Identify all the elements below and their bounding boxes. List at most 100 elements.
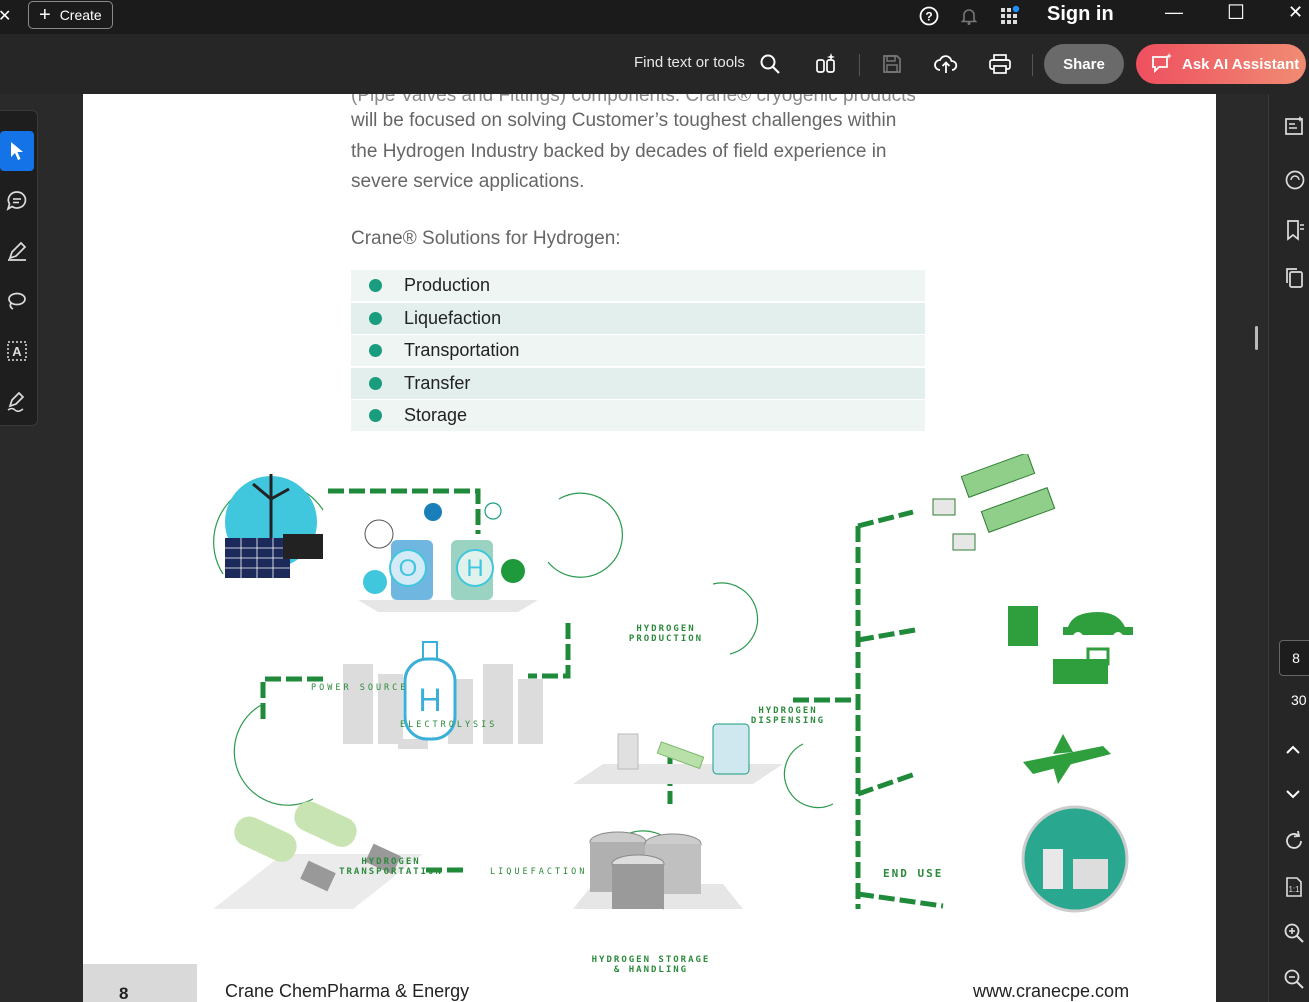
diagram-label-power-source: POWER SOURCE: [311, 683, 409, 693]
highlight-tool[interactable]: [0, 231, 34, 271]
diagram-label-production: HYDROGEN PRODUCTION: [626, 624, 706, 644]
bookmarks-icon[interactable]: [1283, 218, 1307, 242]
liquefaction-tank: H: [403, 641, 457, 741]
maximize-icon[interactable]: ☐: [1227, 2, 1245, 24]
solution-label: Liquefaction: [404, 307, 502, 328]
select-tool[interactable]: [0, 131, 34, 171]
current-page-input[interactable]: 8: [1279, 640, 1309, 676]
edit-pdf-icon[interactable]: [1283, 114, 1307, 138]
label-line: HYDROGEN: [636, 624, 696, 634]
diagram-label-liquefaction: LIQUEFACTION: [490, 867, 588, 877]
ai-assistant-icon: [1152, 53, 1172, 74]
label-line: TRANSPORTATION: [339, 867, 443, 877]
upload-cloud-icon[interactable]: [934, 52, 958, 76]
solution-label: Transportation: [404, 340, 520, 360]
text-box-tool[interactable]: A: [0, 331, 34, 371]
total-pages: 30: [1291, 692, 1307, 708]
print-icon[interactable]: [988, 52, 1012, 76]
label-line: HYDROGEN: [758, 706, 818, 716]
share-button[interactable]: Share: [1044, 44, 1124, 84]
footer-page-box: [83, 964, 197, 1002]
close-tab-icon[interactable]: ✕: [0, 8, 12, 25]
bullet-dot: [369, 376, 382, 390]
label-line: PRODUCTION: [628, 634, 704, 644]
bullet-dot: [369, 344, 382, 357]
pen-icon: [8, 241, 27, 261]
svg-text:A: A: [12, 344, 22, 359]
minimize-icon[interactable]: —: [1165, 2, 1183, 22]
chevron-up-icon[interactable]: [1283, 740, 1307, 764]
sign-tool[interactable]: [0, 381, 34, 421]
solutions-heading: Crane® Solutions for Hydrogen:: [351, 228, 621, 249]
trucks-illustration: [213, 801, 423, 909]
electrolysis-illustration: O H: [358, 502, 538, 612]
find-tools-label[interactable]: Find text or tools: [634, 54, 745, 71]
list-item: Transportation: [351, 335, 925, 366]
search-icon[interactable]: [758, 52, 782, 76]
diagram-label-electrolysis: ELECTROLYSIS: [400, 720, 498, 730]
lasso-icon: [8, 292, 26, 310]
actual-size-icon[interactable]: 1:1: [1283, 876, 1307, 900]
comment-panel-icon[interactable]: [1283, 168, 1307, 192]
pages-icon[interactable]: [1283, 266, 1307, 290]
draw-tool[interactable]: [0, 281, 34, 321]
bullet-dot: [369, 279, 382, 292]
svg-text:1:1: 1:1: [1288, 885, 1300, 894]
comment-icon: [6, 191, 27, 211]
text-box-icon: A: [7, 341, 27, 361]
paragraph-line: severe service applications.: [351, 171, 585, 192]
diagram-label-dispensing: HYDROGEN DISPENSING: [748, 706, 828, 726]
footer-url: www.cranecpe.com: [973, 981, 1130, 1001]
hydrogen-value-chain-diagram: O H H: [193, 452, 1163, 975]
bullet-dot: [369, 311, 382, 325]
cursor-arrow-icon: [11, 142, 23, 160]
svg-text:H: H: [418, 682, 441, 718]
footer-company: Crane ChemPharma & Energy: [225, 981, 470, 1001]
create-button[interactable]: + Create: [28, 1, 113, 29]
sign-in-button[interactable]: Sign in: [1047, 3, 1114, 25]
diagram-label-end-use: END USE: [883, 867, 944, 880]
save-icon[interactable]: [880, 52, 904, 76]
title-bar: ✕ + Create ? Sign in — ☐ ✕: [0, 0, 1309, 34]
ai-tools-icon[interactable]: [814, 52, 838, 76]
paragraph-line: the Hydrogen Industry backed by decades …: [351, 141, 887, 162]
label-line: HYDROGEN STORAGE: [591, 955, 711, 965]
solution-label: Production: [404, 275, 491, 295]
toolbar-separator: [859, 54, 860, 76]
paragraph-line: will be focused on solving Customer’s to…: [351, 110, 897, 131]
label-line: HYDROGEN: [361, 857, 421, 867]
list-item: Storage: [351, 400, 925, 431]
zoom-out-icon[interactable]: [1283, 968, 1307, 992]
apps-grid-icon[interactable]: [998, 4, 1022, 28]
main-toolbar: Find text or tools Share Ask AI Assistan…: [0, 34, 1309, 94]
power-source-illustration: [225, 474, 323, 578]
diagram-graphics: O H H: [213, 452, 1133, 913]
vertical-scrollbar-thumb[interactable]: [1255, 326, 1258, 350]
chevron-down-icon[interactable]: [1283, 784, 1307, 808]
footer-page-number: 8: [119, 984, 129, 1002]
end-use-car-forklift: [1008, 606, 1133, 684]
end-use-aircraft: [1023, 734, 1111, 784]
label-line: & HANDLING: [613, 965, 689, 975]
rotate-icon[interactable]: [1283, 830, 1307, 854]
help-icon[interactable]: ?: [917, 4, 941, 28]
close-window-icon[interactable]: ✕: [1288, 2, 1304, 22]
dispensing-illustration: [573, 723, 783, 784]
pdf-page: (Pipe Valves and Fittings) components. C…: [83, 94, 1216, 1002]
partial-text-line: (Pipe Valves and Fittings) components. C…: [351, 94, 916, 106]
solutions-list: Production Liquefaction Transportation T…: [351, 270, 925, 433]
plus-icon: +: [39, 4, 51, 26]
diagram-label-transportation: HYDROGEN TRANSPORTATION: [331, 857, 451, 877]
ask-ai-assistant-button[interactable]: Ask AI Assistant: [1136, 44, 1306, 84]
create-label: Create: [59, 7, 102, 23]
notifications-bell-icon[interactable]: [957, 4, 981, 28]
toolbar-separator: [1032, 54, 1033, 76]
list-item: Transfer: [351, 367, 925, 399]
list-item: Production: [351, 270, 925, 301]
svg-text:H: H: [466, 555, 483, 582]
end-use-trucks: [932, 452, 1056, 551]
zoom-in-icon[interactable]: [1283, 922, 1307, 946]
solution-label: Storage: [404, 405, 468, 425]
ask-ai-label: Ask AI Assistant: [1182, 55, 1300, 73]
comment-tool[interactable]: [0, 181, 34, 221]
